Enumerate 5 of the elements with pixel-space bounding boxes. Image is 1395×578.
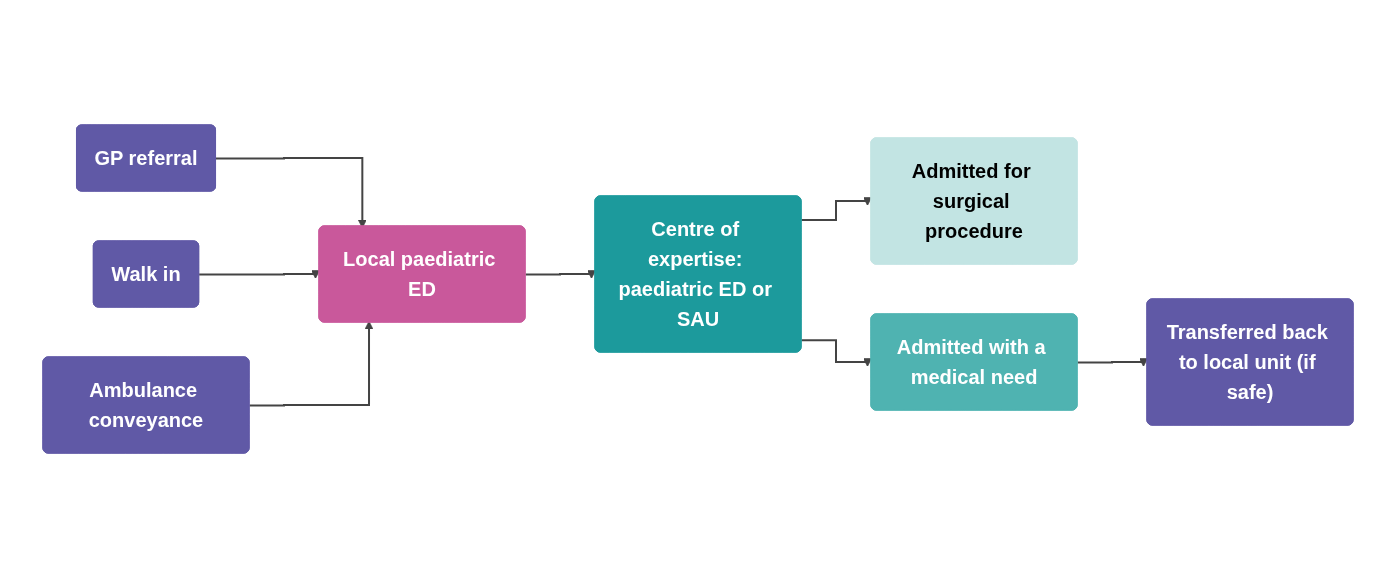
arrow bbox=[197, 270, 320, 279]
arrow bbox=[800, 197, 872, 221]
arrow bbox=[1076, 358, 1148, 367]
arrow bbox=[800, 339, 872, 367]
arrow bbox=[524, 270, 596, 279]
